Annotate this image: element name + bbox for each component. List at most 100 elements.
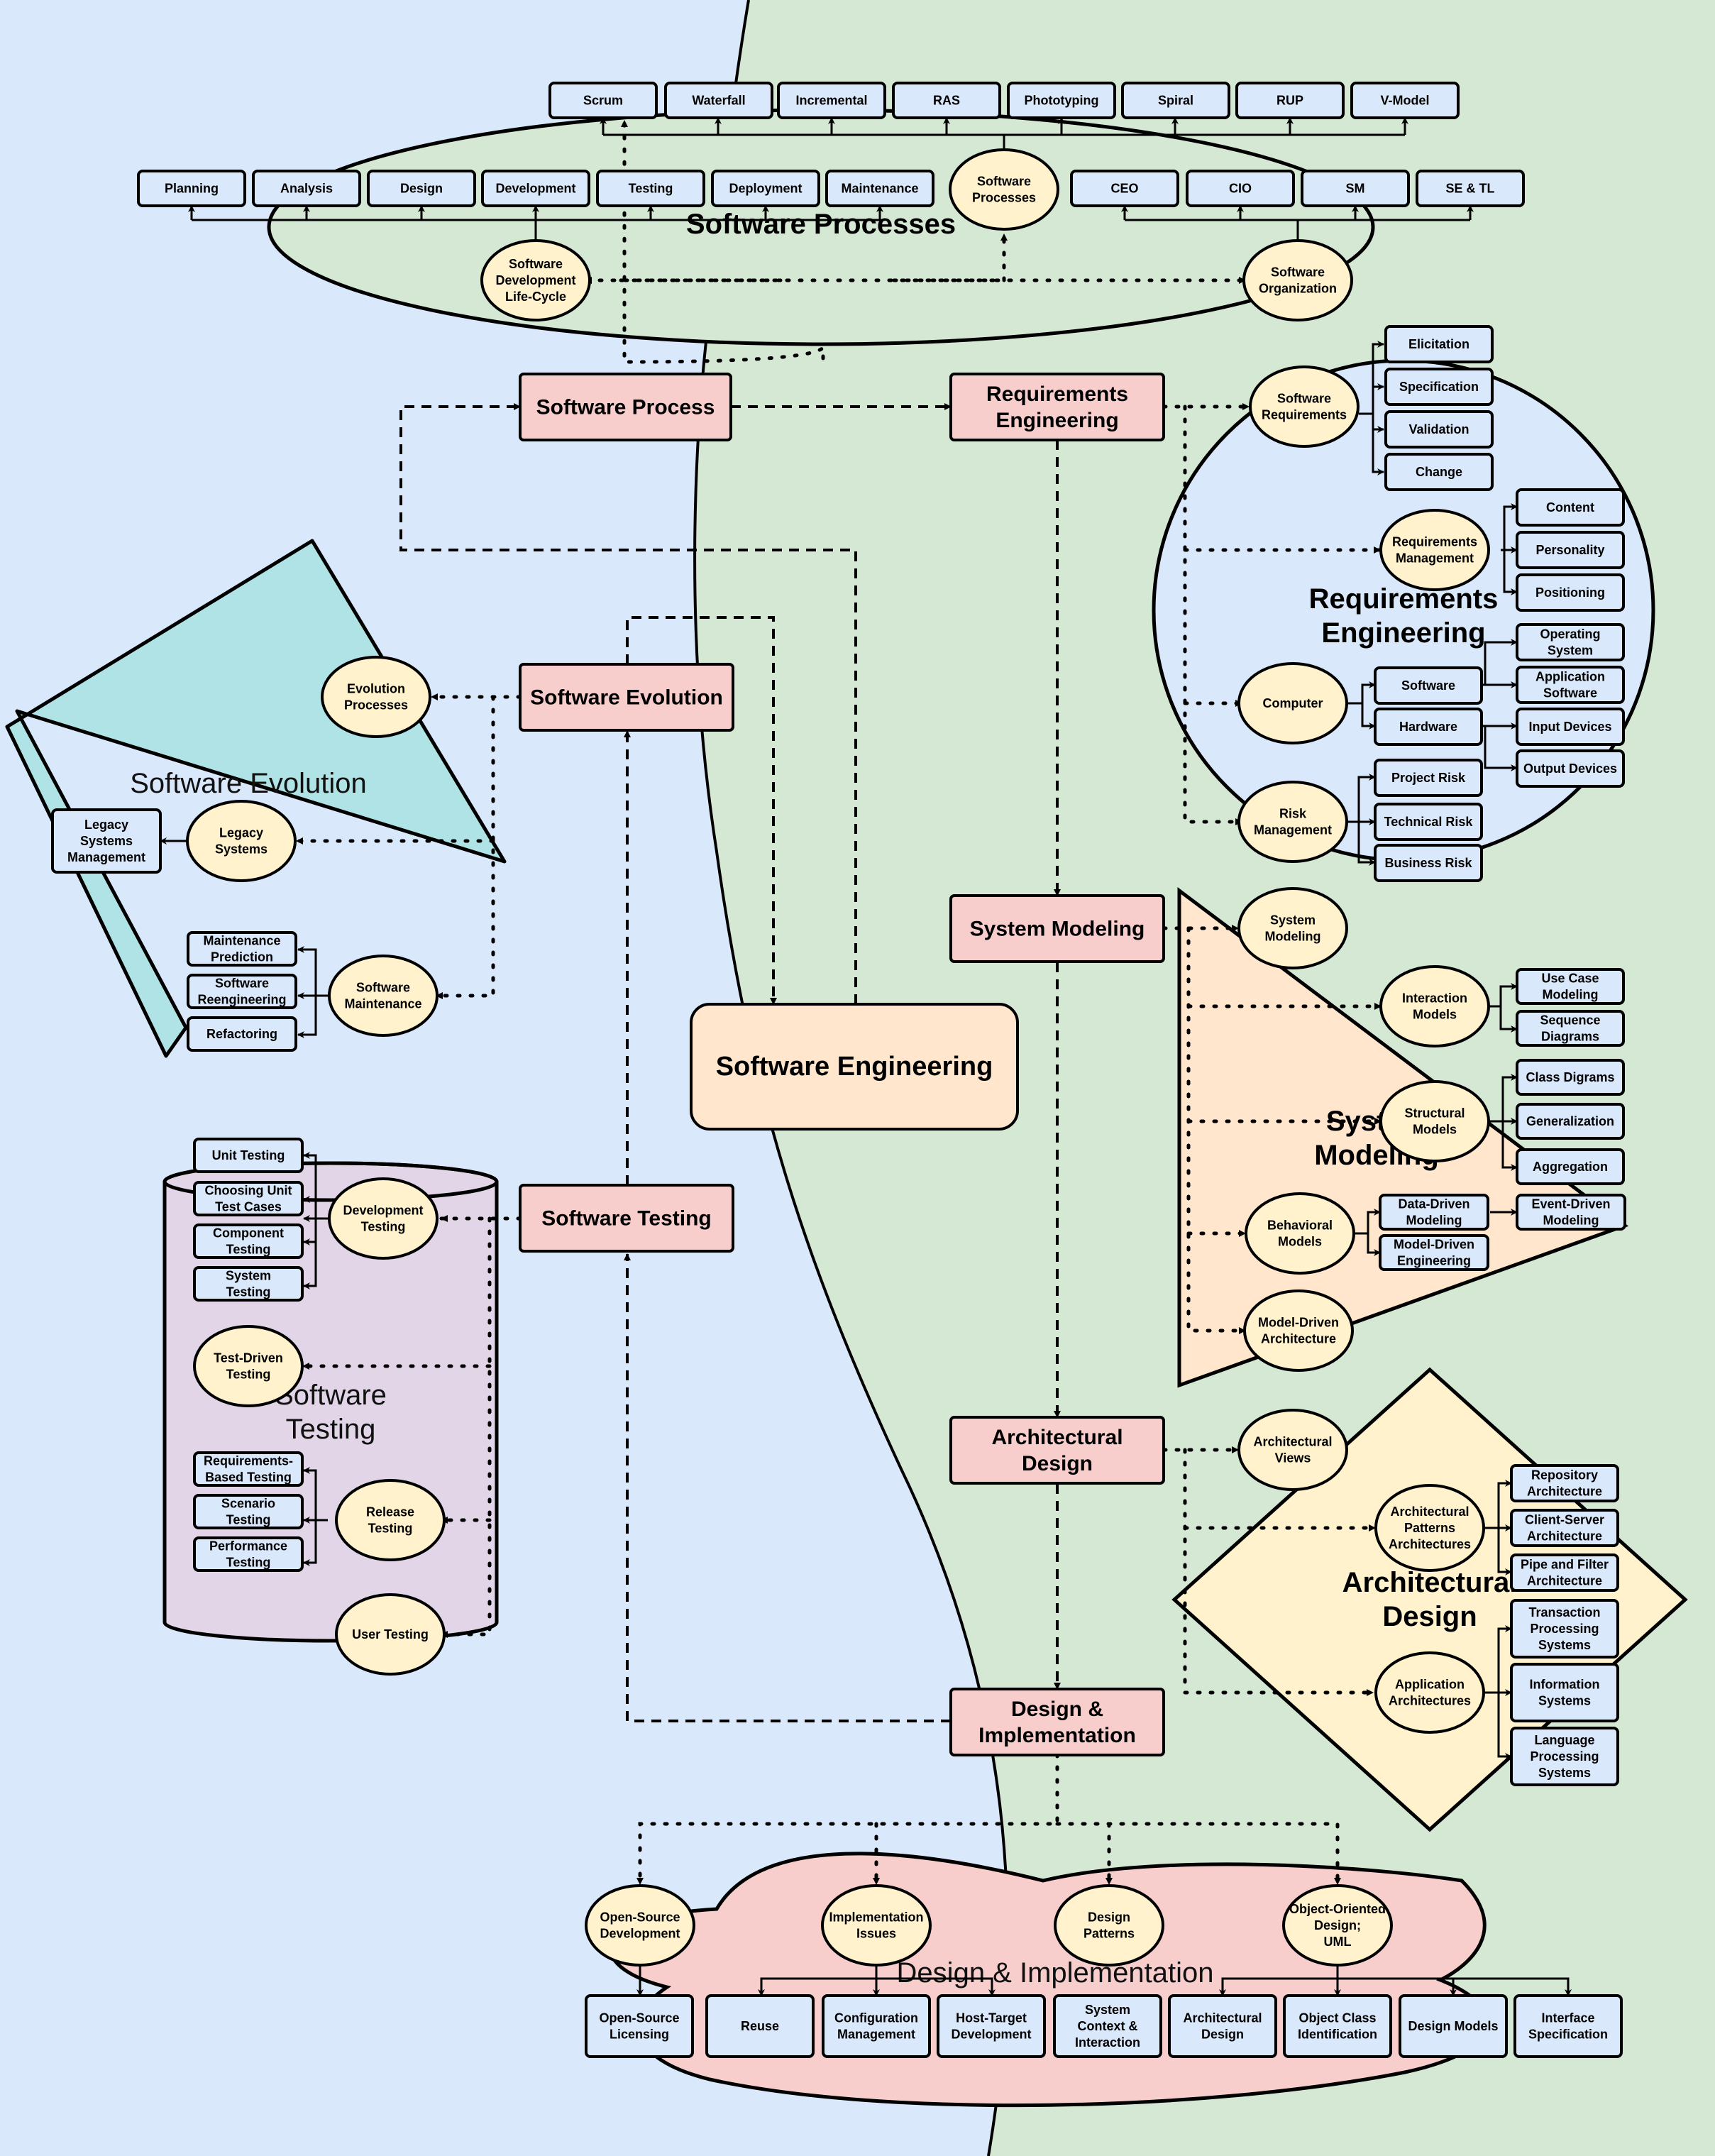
- system-modeling-topic[interactable]: System Modeling: [949, 894, 1165, 963]
- business-risk-box[interactable]: Business Risk: [1374, 844, 1483, 882]
- personality-box[interactable]: Personality: [1516, 531, 1625, 569]
- phototyping-box[interactable]: Phototyping: [1007, 82, 1116, 119]
- generalization-box[interactable]: Generalization: [1516, 1103, 1625, 1140]
- refactoring-box[interactable]: Refactoring: [187, 1016, 297, 1052]
- design-box[interactable]: Design: [367, 170, 476, 207]
- positioning-box[interactable]: Positioning: [1516, 573, 1625, 612]
- class-digrams-box[interactable]: Class Digrams: [1516, 1059, 1625, 1096]
- sm-box[interactable]: SM: [1301, 170, 1410, 207]
- requirements-based-testing-box[interactable]: Requirements-Based Testing: [193, 1451, 304, 1487]
- analysis-box[interactable]: Analysis: [252, 170, 361, 207]
- scrum-box[interactable]: Scrum: [548, 82, 658, 119]
- ras-box[interactable]: RAS: [892, 82, 1001, 119]
- unit-testing-box[interactable]: Unit Testing: [193, 1138, 304, 1173]
- design-models-box[interactable]: Design Models: [1399, 1994, 1508, 2058]
- spiral-box[interactable]: Spiral: [1121, 82, 1230, 119]
- deployment-box[interactable]: Deployment: [711, 170, 820, 207]
- software-box[interactable]: Software: [1374, 666, 1483, 705]
- content-box[interactable]: Content: [1516, 488, 1625, 527]
- maintenance-box[interactable]: Maintenance: [825, 170, 934, 207]
- computer-node[interactable]: Computer: [1237, 662, 1348, 744]
- design-implementation-topic[interactable]: Design &Implementation: [949, 1688, 1165, 1756]
- aggregation-box[interactable]: Aggregation: [1516, 1148, 1625, 1185]
- hardware-box[interactable]: Hardware: [1374, 708, 1483, 746]
- software-testing-topic[interactable]: Software Testing: [519, 1184, 734, 1253]
- rup-box[interactable]: RUP: [1235, 82, 1345, 119]
- incremental-box[interactable]: Incremental: [777, 82, 886, 119]
- software-engineering-center[interactable]: Software Engineering: [690, 1003, 1019, 1131]
- user-testing-node[interactable]: User Testing: [335, 1593, 446, 1676]
- specification-box[interactable]: Specification: [1384, 368, 1494, 406]
- software-evolution-topic[interactable]: Software Evolution: [519, 663, 734, 732]
- input-devices-box[interactable]: Input Devices: [1516, 708, 1625, 746]
- v-model-box[interactable]: V-Model: [1350, 82, 1460, 119]
- reuse-box[interactable]: Reuse: [705, 1994, 815, 2058]
- planning-box[interactable]: Planning: [137, 170, 246, 207]
- project-risk-box[interactable]: Project Risk: [1374, 759, 1483, 797]
- cio-box[interactable]: CIO: [1186, 170, 1295, 207]
- waterfall-box[interactable]: Waterfall: [664, 82, 773, 119]
- technical-risk-box[interactable]: Technical Risk: [1374, 803, 1483, 841]
- se-tl-box[interactable]: SE & TL: [1416, 170, 1525, 207]
- output-devices-box[interactable]: Output Devices: [1516, 749, 1625, 788]
- elicitation-box[interactable]: Elicitation: [1384, 325, 1494, 363]
- validation-box[interactable]: Validation: [1384, 410, 1494, 449]
- development-box[interactable]: Development: [481, 170, 590, 207]
- change-box[interactable]: Change: [1384, 453, 1494, 491]
- ceo-box[interactable]: CEO: [1070, 170, 1179, 207]
- software-process-topic[interactable]: Software Process: [519, 373, 732, 441]
